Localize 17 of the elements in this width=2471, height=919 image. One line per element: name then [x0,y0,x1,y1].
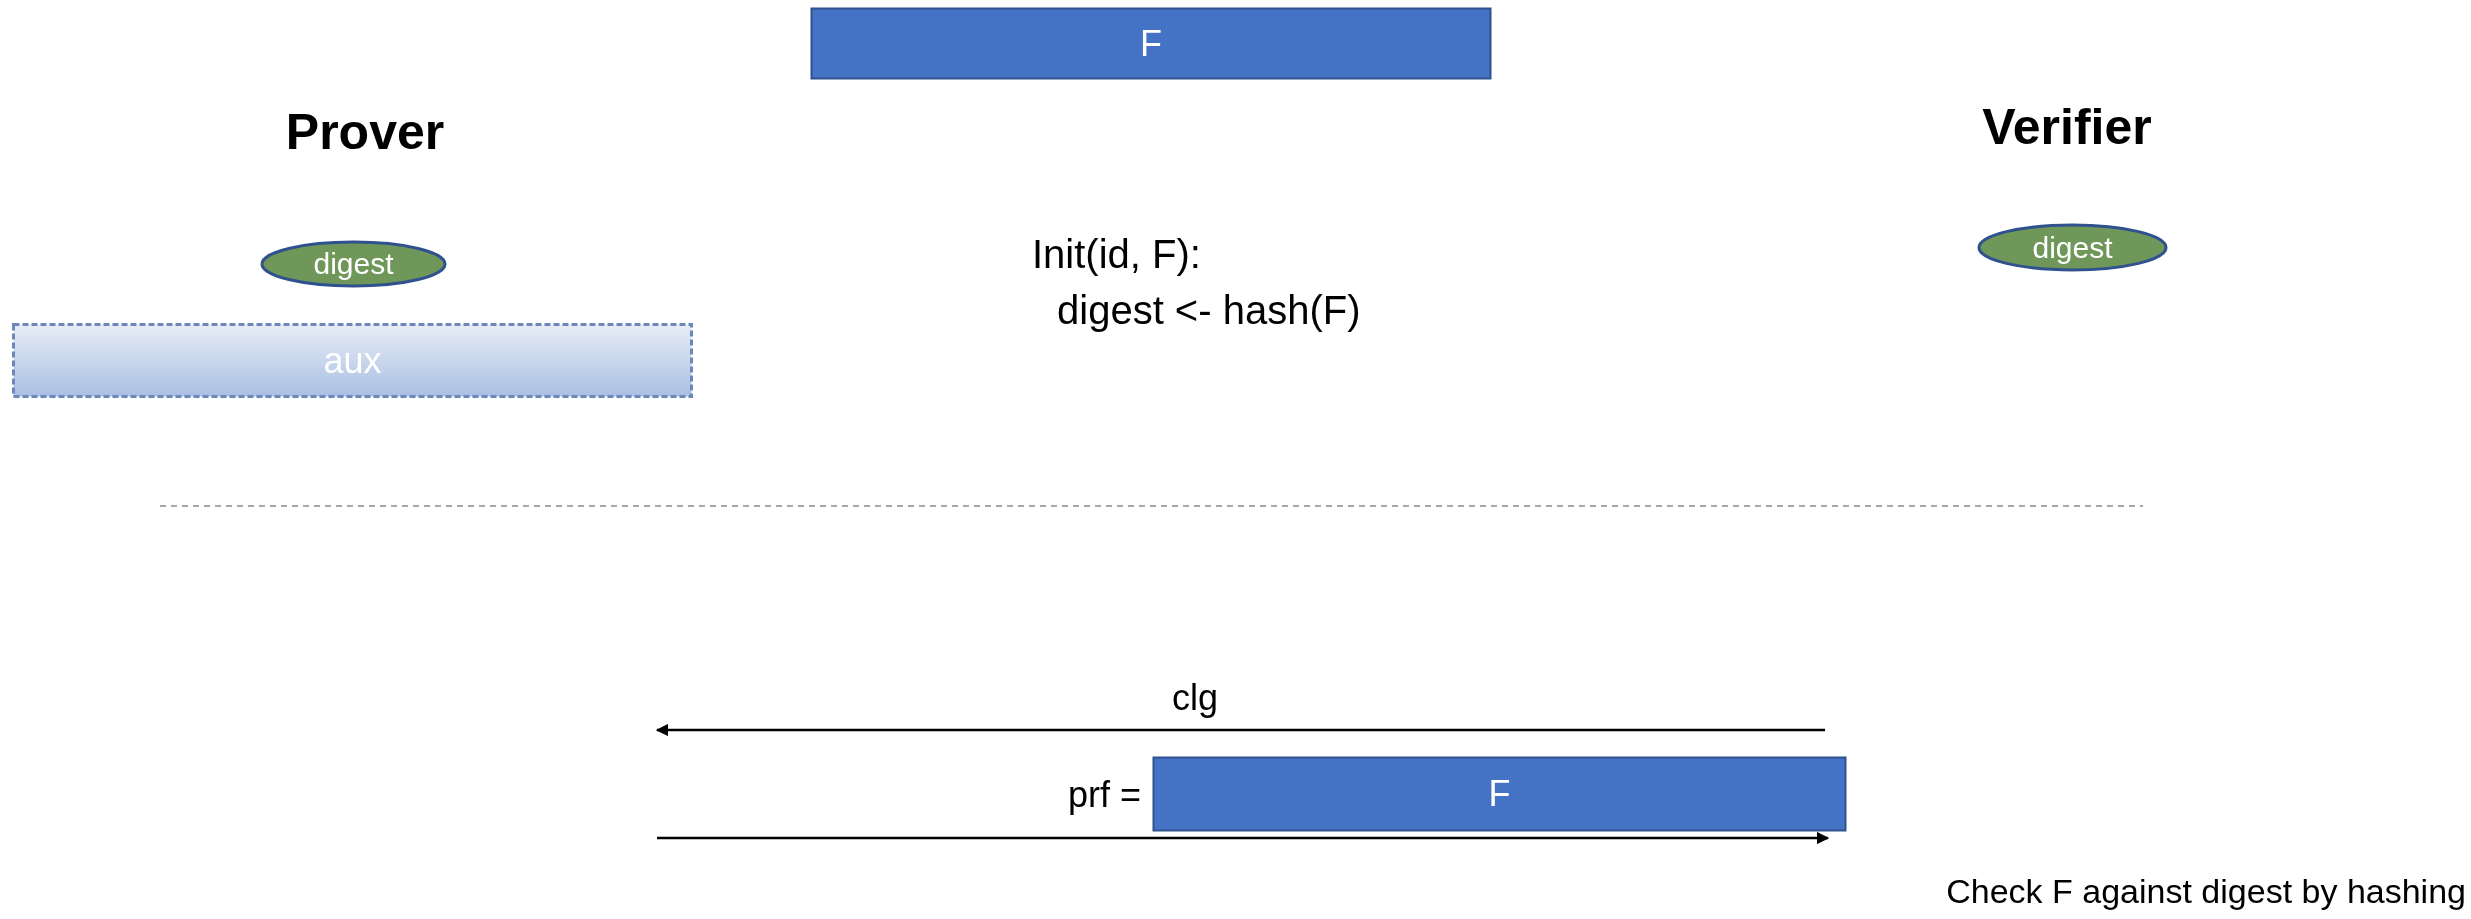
proof-label: prf = [1067,774,1141,816]
role-heading: Prover [285,103,445,161]
role-heading: Verifier [1982,98,2152,156]
aux-bar [12,323,693,398]
data-bar [1152,756,1847,832]
node-label: digest [313,247,394,281]
note-text: Check F against digest by hashing [1946,872,2466,911]
code-text: digest <- hash(F) [1057,288,1361,333]
digest-ellipse [1977,223,2168,272]
node-label: aux [323,339,382,382]
node-label: F [1488,773,1511,815]
digest-ellipse [260,240,447,288]
node-label: digest [2032,230,2113,265]
data-bar [810,7,1492,80]
message-label: clg [1172,677,1218,719]
code-text: Init(id, F): [1032,232,1201,277]
node-label: F [1140,22,1162,65]
